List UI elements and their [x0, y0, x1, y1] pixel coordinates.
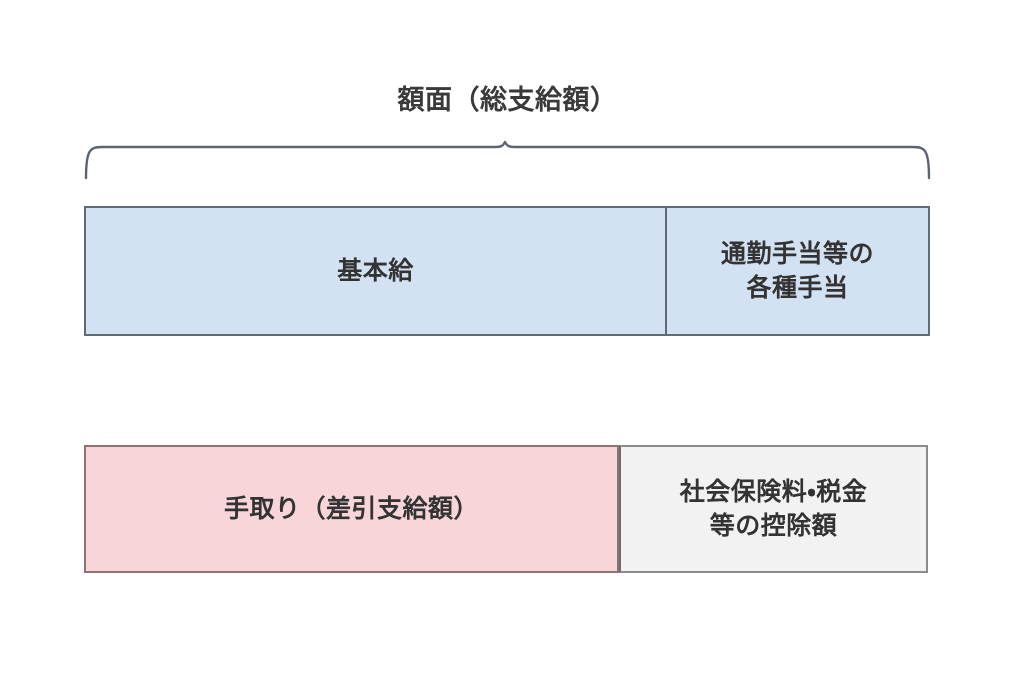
- curly-brace-icon: [80, 140, 935, 182]
- net-salary-bar: 手取り（差引支給額） 社会保険料・税金 等の控除額: [84, 445, 928, 573]
- segment-allowances: 通勤手当等の 各種手当: [667, 208, 928, 334]
- segment-base-salary: 基本給: [86, 208, 667, 334]
- segment-deductions-label-line2: 等の控除額: [709, 512, 838, 540]
- segment-allowances-label-line1: 通勤手当等の: [720, 239, 874, 268]
- gross-salary-bar: 基本給 通勤手当等の 各種手当: [84, 206, 930, 336]
- segment-take-home-pay: 手取り（差引支給額）: [84, 445, 619, 573]
- segment-deductions: 社会保険料・税金 等の控除額: [619, 445, 928, 573]
- segment-base-salary-label: 基本給: [337, 256, 414, 285]
- segment-allowances-label-line2: 各種手当: [746, 274, 849, 302]
- segment-deductions-label-line1: 社会保険料・税金: [679, 477, 868, 506]
- segment-take-home-pay-label: 手取り（差引支給額）: [223, 494, 479, 523]
- page-title: 額面（総支給額）: [397, 85, 618, 115]
